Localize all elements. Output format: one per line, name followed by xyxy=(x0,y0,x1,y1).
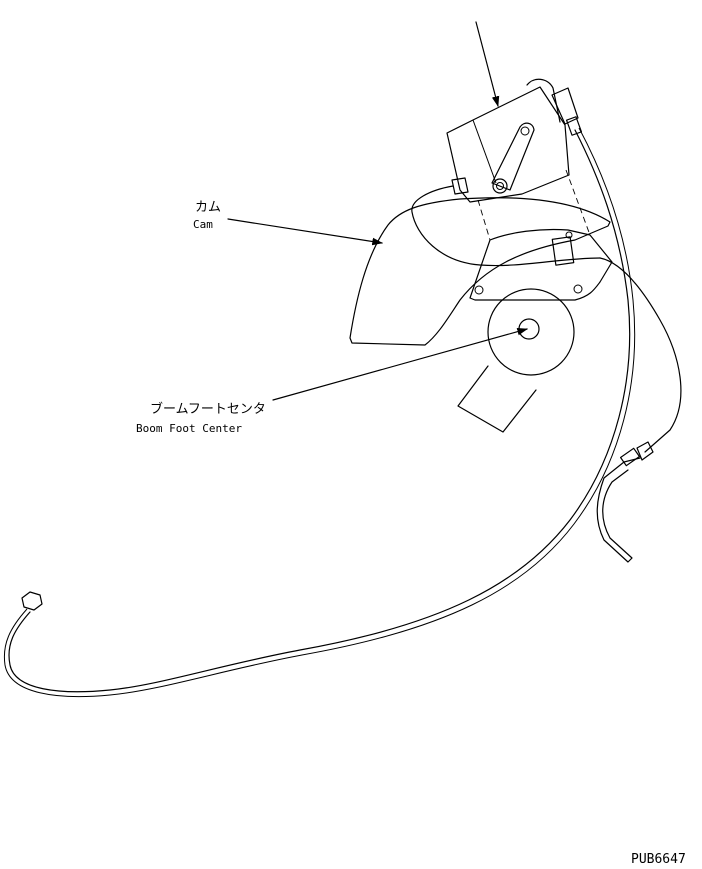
cam-leader xyxy=(227,218,384,246)
clamp-bolt xyxy=(565,231,573,239)
boom-foot-label-jp: ブームフートセンタ xyxy=(150,401,266,417)
bracket-hole-right xyxy=(573,284,583,294)
branch-connector xyxy=(636,441,654,461)
cam-plate xyxy=(349,197,611,346)
boom-foot-leader xyxy=(272,327,529,401)
left-wire xyxy=(411,185,601,267)
projection-line-right xyxy=(565,169,591,236)
switch-mount-tab xyxy=(526,78,561,123)
boom-foot-label-en: Boom Foot Center xyxy=(136,422,242,435)
boom-arm xyxy=(457,365,537,433)
cam-label-jp: カム xyxy=(195,200,221,215)
limit-switch-edge xyxy=(472,119,497,184)
boom-foot-pin xyxy=(518,318,540,340)
lever-roller xyxy=(492,178,508,194)
boom-foot-boss xyxy=(487,288,575,376)
bracket-hole-left xyxy=(474,285,484,295)
left-connector xyxy=(451,177,469,195)
projection-line-left xyxy=(477,199,491,241)
main-harness-outer xyxy=(3,127,636,698)
limit-switch-box xyxy=(446,86,570,203)
branch-wire xyxy=(599,257,682,453)
switch-bracket xyxy=(469,228,613,301)
lever-pivot xyxy=(520,126,530,136)
end-connector-nut xyxy=(21,591,43,611)
branch-tail xyxy=(596,457,641,563)
cable-gland xyxy=(551,87,579,125)
cam-label-en: Cam xyxy=(193,218,213,231)
branch-sleeve xyxy=(619,447,641,467)
wire-clamp xyxy=(551,236,575,266)
drawing-code: PUB6647 xyxy=(631,852,686,867)
switch-lever xyxy=(491,122,535,191)
main-harness xyxy=(8,129,631,693)
top-leader xyxy=(475,21,500,108)
lever-roller-inner xyxy=(496,182,504,190)
